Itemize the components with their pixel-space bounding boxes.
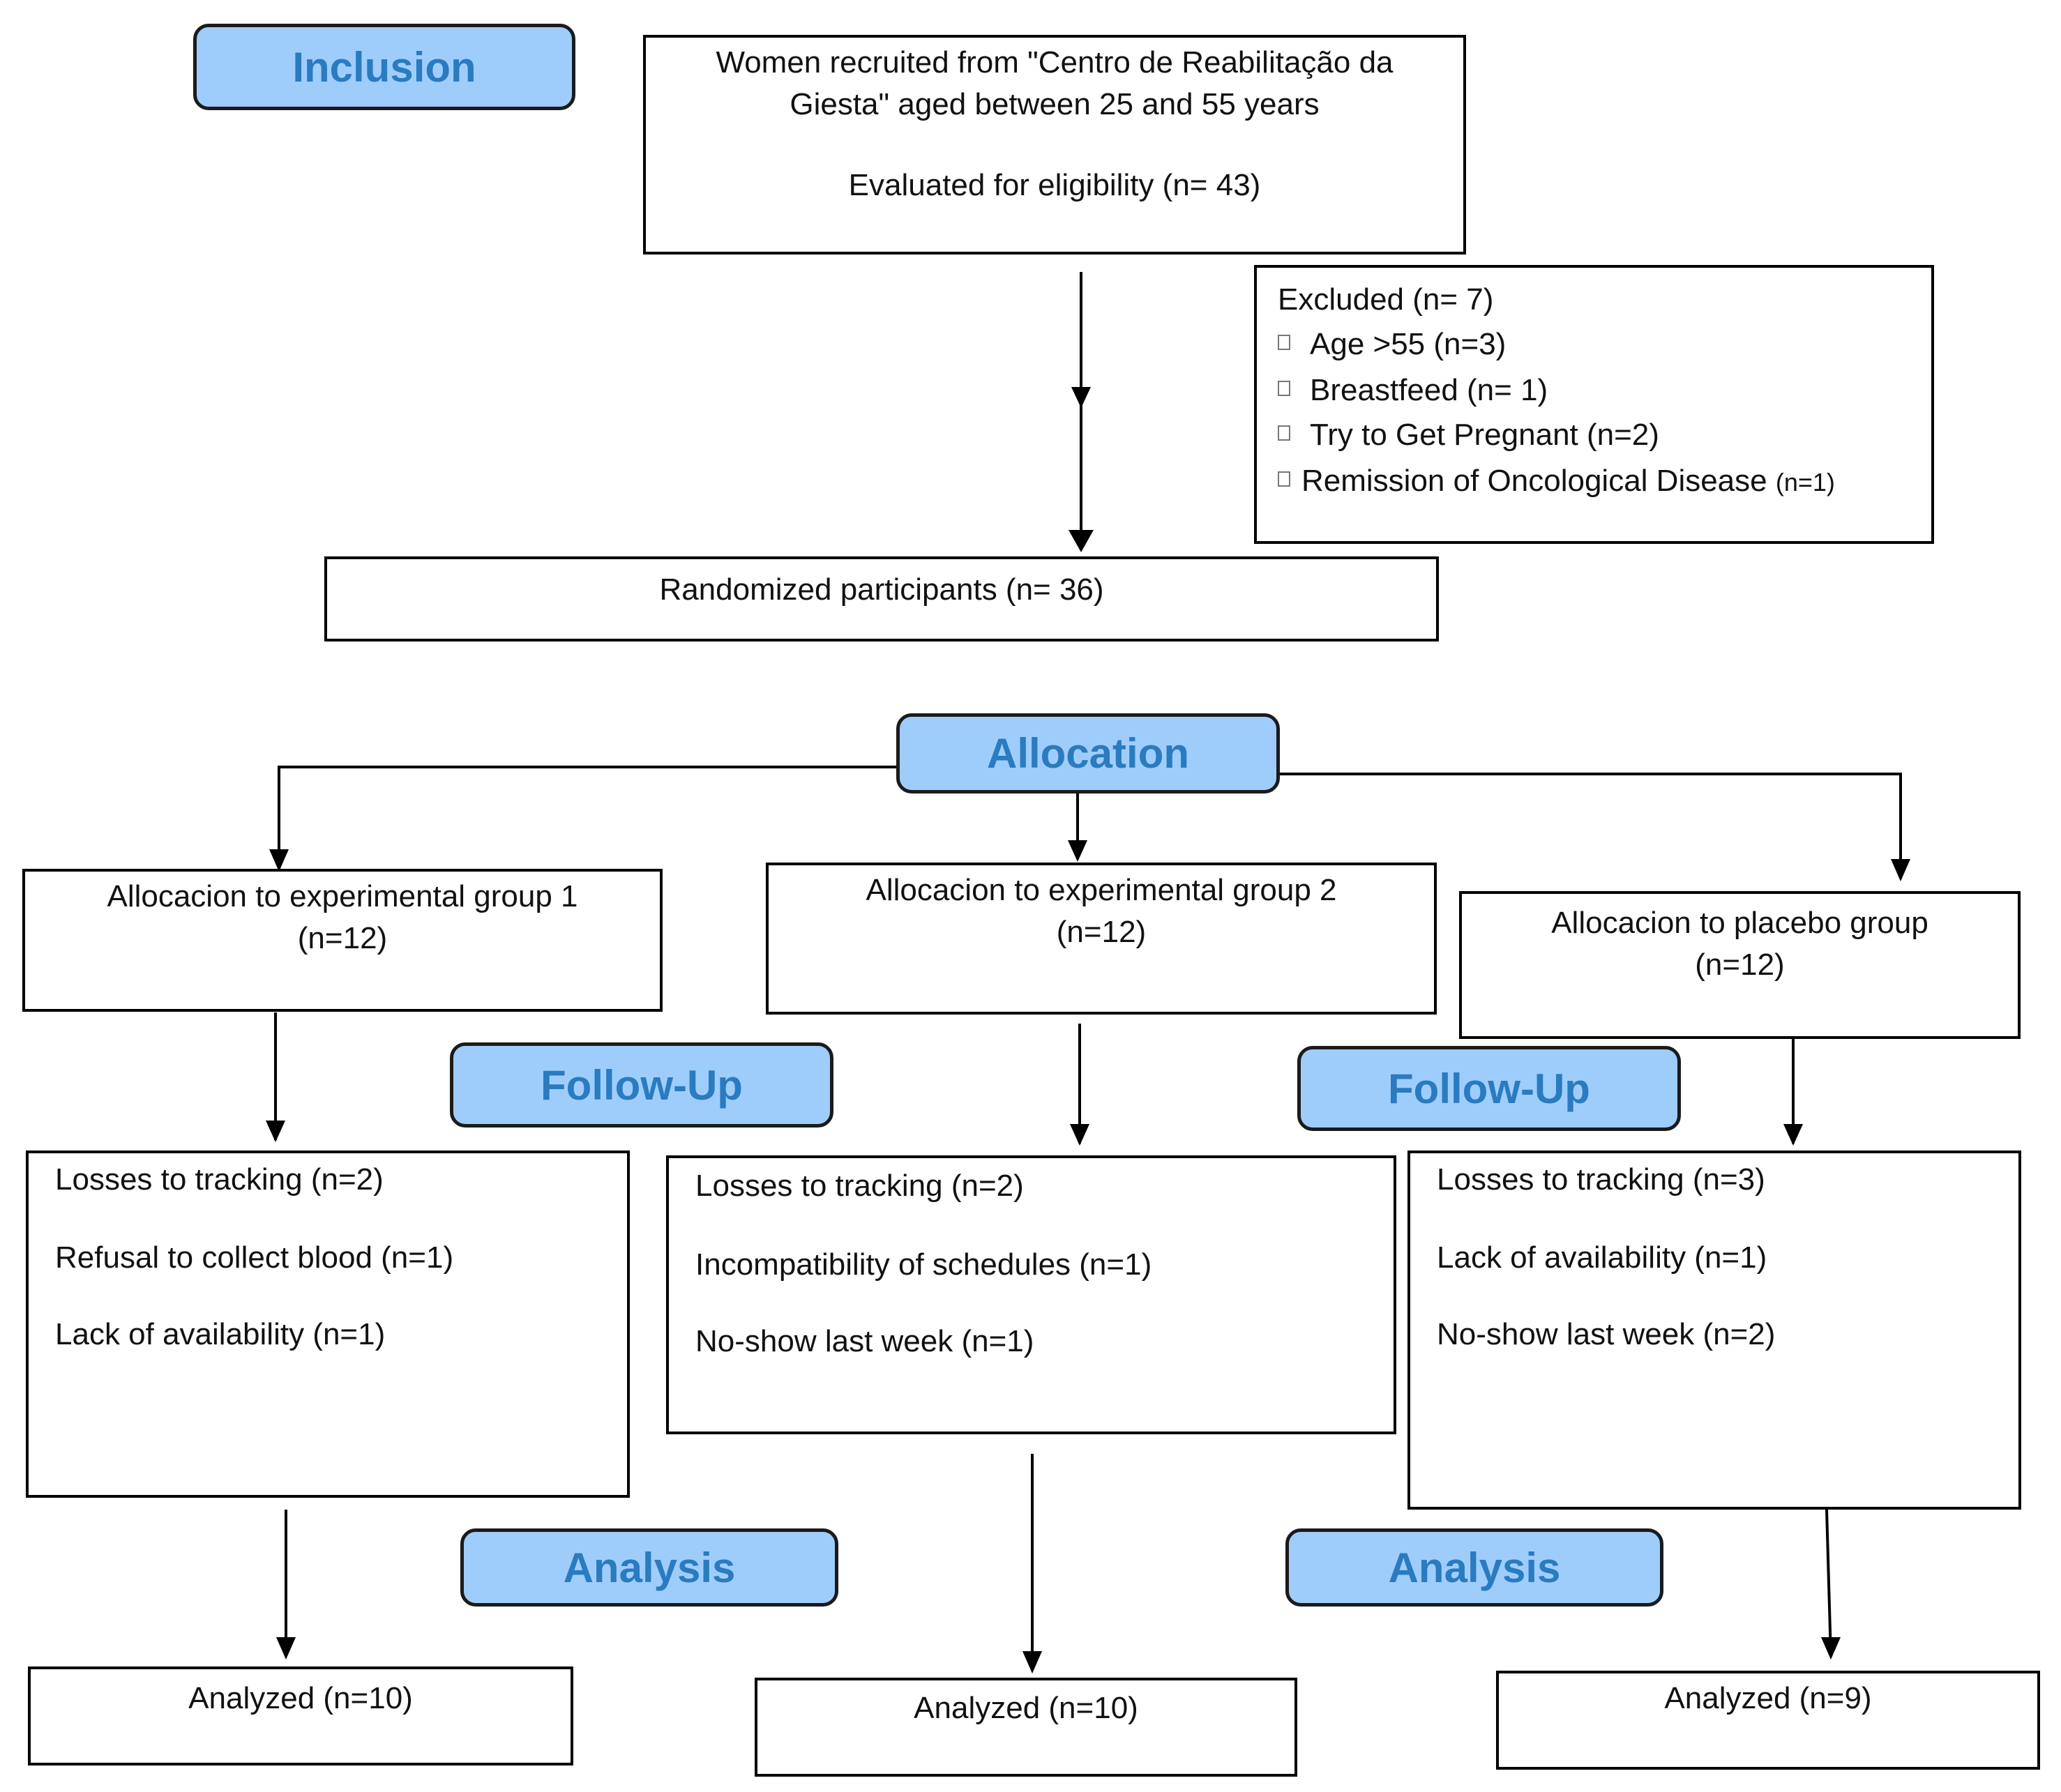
arrow-to-placebo [1280,773,1902,879]
excluded-item-label: Age >55 (n=3) [1310,327,1507,361]
checkbox-bullet-icon [1278,335,1290,350]
group-name: Allocacion to experimental group 2 [866,873,1337,907]
analyzed-box-placebo: Analyzed (n=9) [1496,1671,2040,1770]
group-name: Allocacion to experimental group 1 [107,879,578,913]
excluded-item: Age >55 (n=3) [1278,324,1506,365]
analyzed-text: Analyzed (n=10) [914,1691,1138,1725]
analyzed-text: Analyzed (n=9) [1664,1681,1872,1715]
stage-label-allocation: Allocation [896,713,1280,794]
recruitment-line-2: Giesta" aged between 25 and 55 years [790,87,1320,121]
stage-label-inclusion: Inclusion [193,24,575,110]
loss-item: Incompatibility of schedules (n=1) [695,1247,1152,1282]
loss-item: No-show last week (n=2) [1437,1317,1776,1351]
loss-item: No-show last week (n=1) [695,1324,1034,1358]
group-count: (n=12) [297,921,388,955]
excluded-item-label: Remission of Oncological Disease [1301,464,1767,498]
excluded-item: Try to Get Pregnant (n=2) [1278,414,1659,456]
losses-box-group-2: Losses to tracking (n=2) Incompatibility… [666,1155,1396,1434]
loss-item: Lack of availability (n=1) [1437,1240,1767,1275]
checkbox-bullet-icon [1278,471,1290,487]
analyzed-text: Analyzed (n=10) [188,1681,413,1715]
excluded-box: Excluded (n= 7) Age >55 (n=3) Breastfeed… [1254,265,1934,544]
loss-item: Refusal to collect blood (n=1) [55,1240,454,1275]
group-box-experimental-2: Allocacion to experimental group 2 (n=12… [766,863,1437,1015]
analyzed-box-group-2: Analyzed (n=10) [755,1678,1297,1777]
excluded-item-count: (n=1) [1775,468,1835,496]
group-box-placebo: Allocacion to placebo group (n=12) [1459,891,2021,1039]
checkbox-bullet-icon [1278,381,1290,396]
arrow-to-group1 [278,766,896,868]
losses-box-placebo: Losses to tracking (n=3) Lack of availab… [1407,1151,2021,1510]
losses-box-group-1: Losses to tracking (n=2) Refusal to coll… [26,1151,630,1498]
stage-label-analysis-left: Analysis [460,1528,838,1607]
group-count: (n=12) [1056,915,1147,949]
loss-item: Losses to tracking (n=2) [55,1162,384,1197]
recruitment-line-1: Women recruited from "Centro de Reabilit… [716,45,1394,79]
stage-label-follow-up-left: Follow-Up [450,1042,833,1127]
group-box-experimental-1: Allocacion to experimental group 1 (n=12… [22,869,663,1012]
stage-label-follow-up-right: Follow-Up [1297,1046,1681,1131]
excluded-item-label: Try to Get Pregnant (n=2) [1310,418,1659,452]
excluded-item: Remission of Oncological Disease (n=1) [1278,460,1835,503]
checkbox-bullet-icon [1278,425,1290,441]
excluded-title: Excluded (n= 7) [1278,282,1494,317]
arrow-to-analyzed-3 [1825,1509,1832,1657]
excluded-item-label: Breastfeed (n= 1) [1310,373,1548,407]
excluded-item: Breastfeed (n= 1) [1278,370,1548,411]
loss-item: Losses to tracking (n=2) [695,1169,1024,1203]
group-count: (n=12) [1695,948,1785,982]
loss-item: Lack of availability (n=1) [55,1317,386,1351]
loss-item: Losses to tracking (n=3) [1437,1162,1765,1197]
eligibility-text: Evaluated for eligibility (n= 43) [848,168,1261,202]
randomized-box: Randomized participants (n= 36) [324,556,1439,641]
stage-label-analysis-right: Analysis [1285,1528,1663,1607]
randomized-text: Randomized participants (n= 36) [659,572,1104,607]
group-name: Allocacion to placebo group [1551,906,1928,940]
analyzed-box-group-1: Analyzed (n=10) [28,1666,573,1766]
recruitment-box: Women recruited from "Centro de Reabilit… [643,35,1466,255]
